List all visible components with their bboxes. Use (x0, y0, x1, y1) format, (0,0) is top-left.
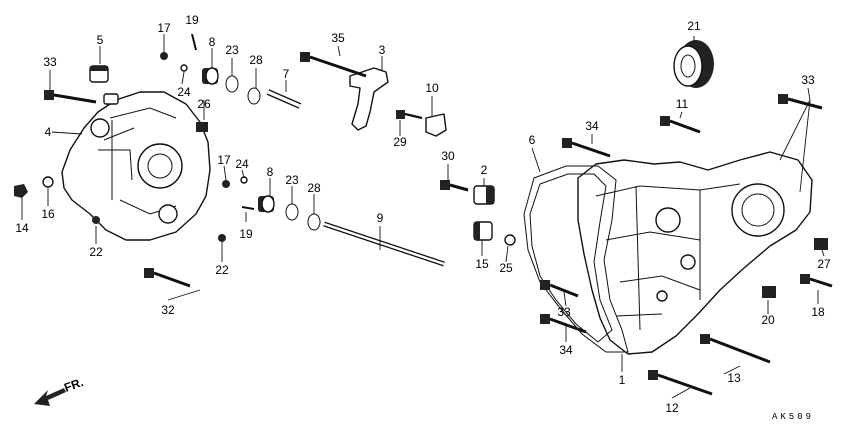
washer-17-lower (222, 180, 230, 188)
bolt-18 (800, 274, 833, 288)
callout-9: 9 (377, 211, 384, 225)
leader-lines (21, 34, 825, 399)
callout-22-right: 22 (215, 263, 229, 277)
dowel-20 (762, 286, 776, 298)
callout-28-upper: 28 (249, 53, 263, 67)
plug-5 (89, 65, 109, 83)
callout-26: 26 (197, 97, 211, 111)
callout-34-lower: 34 (559, 343, 573, 357)
callout-2: 2 (481, 163, 488, 177)
callout-18: 18 (811, 305, 825, 319)
bolt-33-upper (778, 94, 823, 110)
callout-17-lower: 17 (217, 153, 231, 167)
bolt-32 (144, 268, 191, 288)
callout-5: 5 (97, 33, 104, 47)
bolt-12 (648, 370, 713, 396)
callout-30: 30 (441, 149, 455, 163)
callout-6: 6 (529, 133, 536, 147)
callout-35: 35 (331, 31, 345, 45)
clip-28-lower (307, 213, 321, 231)
shift-rod (323, 221, 445, 267)
bushing-8-lower (258, 195, 275, 213)
callout-27: 27 (817, 257, 831, 271)
washer-17-upper (160, 52, 168, 60)
o-ring-23-upper (225, 75, 239, 93)
washer-16 (42, 176, 54, 188)
pin-19-lower (241, 206, 255, 210)
bolt-33-lower (540, 280, 579, 298)
bolt-29 (396, 110, 423, 120)
callout-10: 10 (425, 81, 439, 95)
callout-12: 12 (665, 401, 679, 415)
case-gasket-inner (529, 173, 613, 343)
bolt-14 (14, 184, 28, 198)
washer-24-upper (180, 64, 188, 72)
callout-7: 7 (283, 67, 290, 81)
callout-31: 33 (43, 55, 57, 69)
callout-20: 20 (761, 313, 775, 327)
callout-11: 11 (676, 97, 689, 111)
callouts: 5 33 4 17 19 8 23 28 7 24 26 17 24 8 23 … (15, 13, 831, 415)
callout-8-upper: 8 (209, 35, 216, 49)
bolt-31 (44, 90, 97, 104)
callout-23-upper: 23 (225, 43, 239, 57)
callout-13: 13 (727, 371, 741, 385)
bolt-35 (300, 52, 367, 78)
bolt-11 (660, 116, 701, 134)
front-direction-label: FR. (62, 375, 85, 395)
callout-4: 4 (45, 125, 52, 139)
callout-23-lower: 23 (285, 173, 299, 187)
callout-17-upper: 17 (157, 21, 171, 35)
callout-19-lower: 19 (239, 227, 253, 241)
callout-24-upper: 24 (177, 85, 191, 99)
callout-14: 14 (15, 221, 29, 235)
clip-28-upper (247, 87, 261, 105)
bolt-34-upper (562, 138, 611, 158)
front-direction-arrow: FR. (34, 375, 85, 406)
case-gasket (523, 165, 629, 353)
callout-34-upper: 34 (585, 119, 599, 133)
callout-29: 29 (393, 135, 407, 149)
bolt-30 (440, 180, 469, 192)
switch-bracket (425, 113, 447, 137)
callout-33-lower: 33 (557, 305, 571, 319)
dowel-27 (814, 238, 828, 250)
bolt-34-lower (540, 314, 587, 334)
callout-28-lower: 28 (307, 181, 321, 195)
o-ring-23-lower (285, 203, 299, 221)
callout-1: 1 (619, 373, 626, 387)
callout-15: 15 (475, 257, 489, 271)
transmission-case (577, 151, 813, 355)
pin (266, 89, 302, 109)
callout-32: 32 (161, 303, 175, 317)
callout-24-lower: 24 (235, 157, 249, 171)
dowel-26 (196, 122, 208, 132)
callout-3: 3 (379, 43, 386, 57)
washer-25 (504, 234, 516, 246)
pin-19-upper (191, 33, 197, 51)
oil-seal (673, 40, 714, 88)
callout-22-left: 22 (89, 245, 103, 259)
callout-16: 16 (41, 207, 55, 221)
callout-8-lower: 8 (267, 165, 274, 179)
left-case-cover (61, 91, 211, 241)
callout-21: 21 (687, 19, 701, 33)
sensor-15 (473, 221, 493, 241)
shift-bracket (349, 67, 389, 131)
figure-code: AK509 (772, 412, 814, 422)
callout-33-upper: 33 (801, 73, 815, 87)
washer-22-left (92, 216, 100, 224)
bolt-13 (700, 334, 771, 364)
callout-25: 25 (499, 261, 513, 275)
callout-19-upper: 19 (185, 13, 199, 27)
sensor-2 (473, 185, 495, 205)
bushing-8-upper (202, 67, 219, 85)
washer-22-right (218, 234, 226, 242)
